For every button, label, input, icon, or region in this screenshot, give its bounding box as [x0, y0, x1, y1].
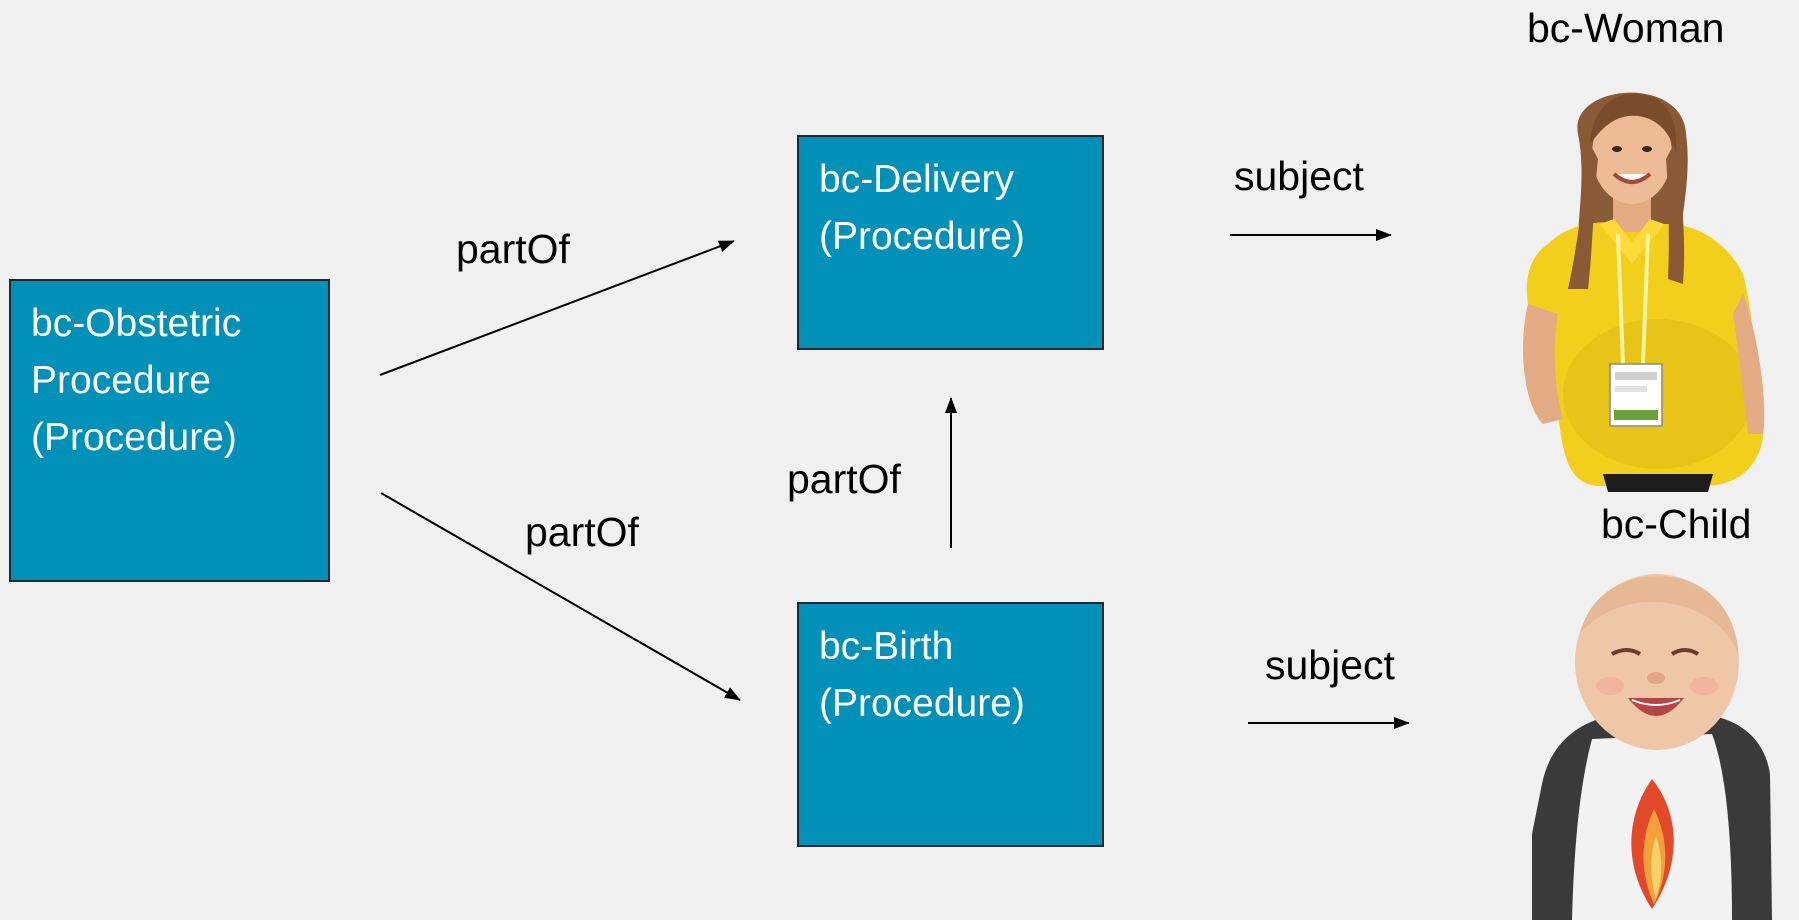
edge-obstetric-to-delivery: [379, 240, 735, 376]
baby-photo-icon: [1532, 574, 1772, 920]
node-birth-procedure: bc-Birth (Procedure): [797, 602, 1104, 847]
edge-label-birth-subject: subject: [1265, 642, 1395, 688]
woman-caption: bc-Woman: [1527, 5, 1725, 51]
edge-label-delivery-subject: subject: [1234, 153, 1364, 199]
woman-photo-icon: [1523, 92, 1765, 492]
edge-obstetric-to-birth: [380, 492, 741, 701]
edge-label-birth-delivery: partOf: [787, 456, 901, 502]
node-obstetric-procedure: bc-Obstetric Procedure (Procedure): [9, 279, 330, 582]
child-caption: bc-Child: [1601, 501, 1752, 547]
edge-label-obstetric-birth: partOf: [525, 509, 639, 555]
edge-label-obstetric-delivery: partOf: [456, 226, 570, 272]
node-delivery-procedure: bc-Delivery (Procedure): [797, 135, 1104, 350]
